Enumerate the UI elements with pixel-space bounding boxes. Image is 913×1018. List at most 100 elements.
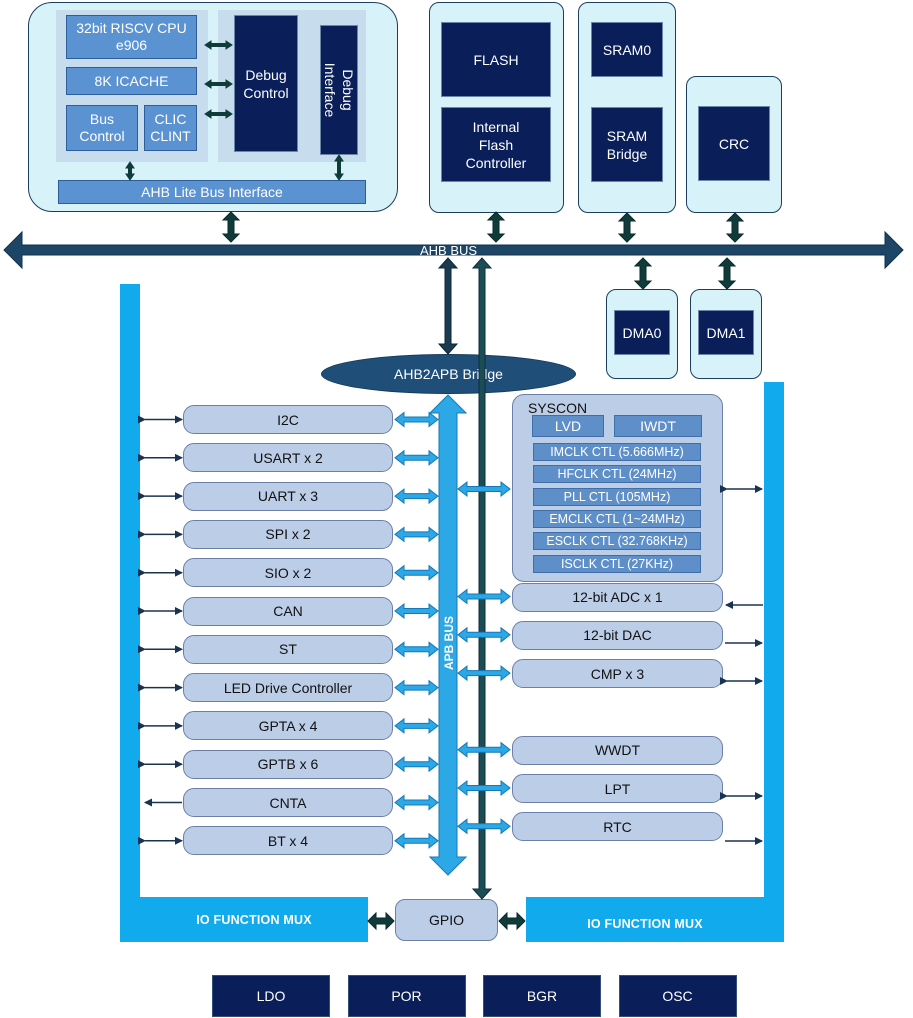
ahb-to-bridge: [437, 257, 459, 355]
flash-controller-box: Internal Flash Controller: [441, 107, 551, 182]
apb-right-link-0: [457, 480, 511, 498]
dma1-box: DMA1: [698, 310, 754, 355]
right-periph-0: 12-bit ADC x 1: [512, 582, 723, 612]
left-periph-4: SIO x 2: [183, 558, 393, 588]
sram-bridge-box: SRAM Bridge: [591, 107, 663, 182]
left-periph-3: SPI x 2: [183, 519, 393, 549]
apb-left-link-11: [394, 832, 439, 849]
gpio-block: GPIO: [395, 899, 498, 941]
apb-left-link-7: [394, 679, 439, 696]
analog-block-1: POR: [347, 975, 466, 1017]
clock-ctl-2: PLL CTL (105MHz): [533, 487, 701, 506]
left-periph-2: UART x 3: [183, 481, 393, 511]
flash-label: FLASH: [473, 51, 519, 68]
left-periph-0: I2C: [183, 405, 393, 434]
left-periph-8-label: GPTA x 4: [258, 717, 318, 734]
left-periph-4-label: SIO x 2: [264, 564, 312, 581]
clic-clint-label: CLIC CLINT: [150, 111, 191, 144]
ahb-link-5: [717, 257, 737, 290]
left-periph-5-label: CAN: [273, 603, 303, 619]
iwdt-box: IWDT: [614, 415, 702, 437]
analog-block-1-label: POR: [391, 988, 422, 1004]
apb-right-link-4: [457, 741, 511, 758]
apb-left-link-3: [394, 526, 439, 543]
clock-ctl-2-label: PLL CTL (105MHz): [563, 489, 671, 504]
ahb-link-0: [221, 211, 241, 243]
apb-left-link-4: [394, 564, 439, 581]
apb-left-link-1: [394, 449, 439, 466]
left-periph-1: USART x 2: [183, 443, 393, 473]
analog-block-3: OSC: [618, 975, 737, 1017]
clock-ctl-5: ISCLK CTL (27KHz): [533, 554, 701, 573]
io-mux-left-bottom: [120, 897, 368, 942]
right-periph-3: WWDT: [512, 735, 723, 765]
right-periph-1: 12-bit DAC: [512, 620, 723, 650]
left-periph-6-label: ST: [279, 641, 297, 658]
apb-right-link-5: [457, 779, 511, 797]
ahb-link-4: [633, 257, 653, 290]
cpu-busctl-link: [125, 161, 135, 181]
right-periph-4: LPT: [512, 774, 723, 803]
left-periph-11-label: BT x 4: [267, 832, 309, 849]
right-periph-3-label: WWDT: [594, 742, 641, 759]
apb-left-link-9: [394, 756, 439, 773]
debug-interface-box: Debug Interface: [320, 25, 358, 155]
apb-right-link-3: [457, 665, 511, 682]
clock-ctl-1: HFCLK CTL (24MHz): [533, 465, 701, 484]
analog-block-0-label: LDO: [256, 988, 286, 1004]
left-periph-3-label: SPI x 2: [265, 526, 311, 543]
sram0-label: SRAM0: [602, 41, 652, 58]
cpu-core-box: 32bit RISCV CPU e906: [66, 15, 197, 59]
apb-bus-label: APB BUS: [442, 616, 456, 670]
ahb-link-2: [617, 212, 637, 243]
left-periph-2-label: UART x 3: [257, 488, 319, 505]
io-mux-left-label: IO FUNCTION MUX: [196, 912, 312, 927]
apb-right-link-1: [457, 588, 511, 605]
clock-ctl-0: IMCLK CTL (5.666MHz): [533, 443, 701, 461]
dma0-label: DMA0: [622, 324, 662, 341]
left-periph-10-label: CNTA: [269, 794, 307, 811]
left-periph-6: ST: [183, 634, 393, 664]
analog-block-2-label: BGR: [526, 988, 558, 1004]
left-periph-7: LED Drive Controller: [183, 673, 393, 703]
io-mux-left-vertical: [120, 284, 140, 942]
apb-left-link-6: [394, 641, 439, 658]
apb-left-link-5: [394, 602, 439, 620]
ahb-bus-label: AHB BUS: [420, 243, 477, 258]
sram-bridge-label: SRAM Bridge: [606, 127, 648, 162]
apb-right-link-6: [457, 818, 511, 835]
bus-control-box: Bus Control: [66, 105, 138, 151]
crc-label: CRC: [718, 135, 750, 152]
right-periph-5-label: RTC: [603, 818, 632, 835]
clock-ctl-4: ESCLK CTL (32.768KHz): [533, 532, 701, 551]
clock-ctl-3-label: EMCLK CTL (1~24MHz): [549, 511, 685, 526]
icache-label: 8K ICACHE: [94, 72, 169, 89]
clock-ctl-0-label: IMCLK CTL (5.666MHz): [550, 445, 684, 459]
crc-box: CRC: [698, 106, 770, 181]
clock-ctl-3: EMCLK CTL (1~24MHz): [533, 509, 701, 528]
clock-ctl-1-label: HFCLK CTL (24MHz): [557, 467, 677, 482]
sram0-box: SRAM0: [591, 22, 663, 77]
left-periph-10: CNTA: [183, 788, 393, 817]
right-periph-2-label: CMP x 3: [590, 665, 645, 682]
lvd-box: LVD: [532, 415, 604, 437]
clic-clint-box: CLIC CLINT: [144, 105, 197, 151]
analog-block-2: BGR: [483, 975, 601, 1017]
bus-control-label: Bus Control: [79, 111, 125, 144]
left-periph-5: CAN: [183, 596, 393, 626]
io-mux-right-bottom: [526, 897, 784, 942]
apb-left-link-8: [394, 717, 439, 734]
ahb-to-gpio: [471, 257, 493, 900]
gpio-mux-left: [367, 911, 395, 931]
ahb2apb-bridge: AHB2APB Bridge: [321, 354, 576, 394]
ahb-bus-arrow: [3, 230, 904, 270]
ahb-link-3: [725, 212, 745, 243]
ahb-lite-interface: AHB Lite Bus Interface: [58, 180, 366, 204]
io-mux-right-vertical: [764, 382, 784, 942]
gpio-mux-right: [498, 911, 526, 931]
apb-left-link-0: [394, 411, 439, 428]
iwdt-label: IWDT: [640, 418, 676, 434]
left-periph-8: GPTA x 4: [183, 711, 393, 741]
icache-box: 8K ICACHE: [66, 67, 197, 95]
right-periph-0-label: 12-bit ADC x 1: [572, 589, 663, 605]
